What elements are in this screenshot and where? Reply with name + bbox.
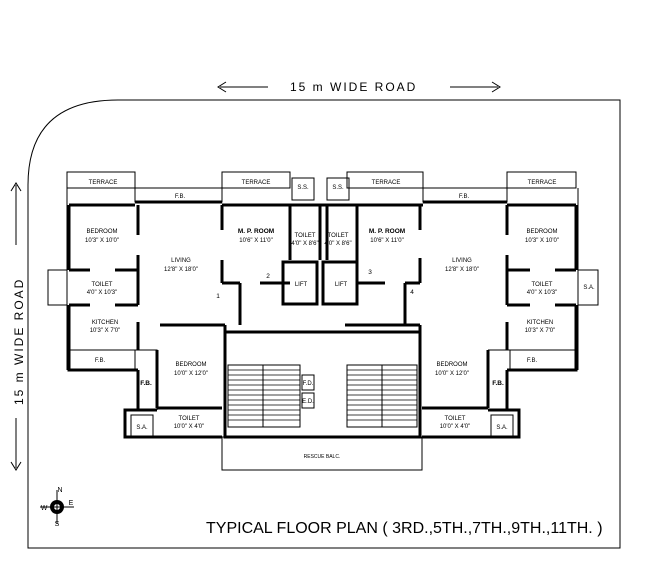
fb-label-lower-left: F.B. xyxy=(95,358,106,364)
bedroom-lower-label-right: BEDROOM xyxy=(436,362,467,368)
fb-lower-left xyxy=(68,349,136,371)
bedroom-lower-size-left: 10'0" X 12'0" xyxy=(174,371,208,377)
kitchen-label-left: KITCHEN xyxy=(92,320,118,326)
fb-bold-label-right: F.B. xyxy=(492,380,504,387)
lower-toilet-size-left: 10'0" X 4'0" xyxy=(174,424,205,430)
left-road-label: 15 m WIDE ROAD xyxy=(12,278,26,405)
living-size-right: 12'8" X 18'0" xyxy=(445,267,479,273)
flat-toilet-size-right: 4'0" X 10'3" xyxy=(527,290,558,296)
flat-toilet-label-right: TOILET xyxy=(532,282,553,288)
door-number-2: 2 xyxy=(266,273,270,280)
fb-label-top-left: F.B. xyxy=(175,194,186,200)
fire-duct-box xyxy=(301,374,315,391)
terrace-label-1: TERRACE xyxy=(89,180,118,186)
sa-label-bottom-right: S.A. xyxy=(496,425,508,431)
mp-room-size-right: 10'6" X 11'0" xyxy=(370,238,403,244)
core-toilet-size-right: 4'0" X 8'6" xyxy=(324,241,351,247)
shaft-boxes xyxy=(47,269,599,438)
core-toilet-size-left: 4'0" X 8'6" xyxy=(291,241,318,247)
living-label-left: LIVING xyxy=(171,258,191,264)
mp-room-label-left: M. P. ROOM xyxy=(238,228,274,235)
terrace-label-3: TERRACE xyxy=(372,180,401,186)
electric-duct-box xyxy=(301,392,315,409)
kitchen-label-right: KITCHEN xyxy=(527,320,553,326)
door-number-4: 4 xyxy=(410,289,414,296)
living-size-left: 12'8" X 18'0" xyxy=(164,267,198,273)
kitchen-size-right: 10'3" X 7'0" xyxy=(525,328,556,334)
staircase-left xyxy=(227,364,301,428)
fd-label: F.D. xyxy=(303,381,314,387)
lower-toilet-size-right: 10'0" X 4'0" xyxy=(440,424,471,430)
core-toilet-label-left: TOILET xyxy=(295,233,316,239)
flat-toilet-label-left: TOILET xyxy=(92,282,113,288)
fb-lower-right xyxy=(509,349,577,371)
top-road-arrow xyxy=(217,81,501,93)
lift-label-right: LIFT xyxy=(335,282,348,288)
left-road-arrow xyxy=(10,182,22,471)
ss-label-2: S.S. xyxy=(332,185,344,191)
mp-room-size-left: 10'6" X 11'0" xyxy=(239,238,272,244)
bedroom-lower-size-right: 10'0" X 12'0" xyxy=(435,371,469,377)
compass-w: W xyxy=(41,505,48,512)
ed-label: E.D. xyxy=(302,399,314,405)
interior-walls xyxy=(69,203,576,412)
fb-label-top-right: F.B. xyxy=(459,194,470,200)
north-compass-icon xyxy=(40,490,74,524)
compass-s: S xyxy=(55,521,60,528)
mp-room-label-right: M. P. ROOM xyxy=(369,228,405,235)
lift-label-left: LIFT xyxy=(295,282,308,288)
top-road-label: 15 m WIDE ROAD xyxy=(290,80,417,94)
living-label-right: LIVING xyxy=(452,258,472,264)
lower-toilet-label-right: TOILET xyxy=(445,416,466,422)
door-number-3: 3 xyxy=(368,269,372,276)
bedroom-size-right: 10'3" X 10'0" xyxy=(525,238,559,244)
terrace-label-2: TERRACE xyxy=(242,180,271,186)
bedroom-size-left: 10'3" X 10'0" xyxy=(85,238,119,244)
ss-label-1: S.S. xyxy=(297,185,309,191)
bedroom-lower-label-left: BEDROOM xyxy=(175,362,206,368)
lower-toilet-label-left: TOILET xyxy=(179,416,200,422)
plot-boundary xyxy=(27,99,621,549)
flat-toilet-size-left: 4'0" X 10'3" xyxy=(87,290,118,296)
sa-label-bottom-left: S.A. xyxy=(136,425,148,431)
compass-n: N xyxy=(57,487,62,494)
terrace-label-4: TERRACE xyxy=(528,180,557,186)
kitchen-size-left: 10'3" X 7'0" xyxy=(90,328,121,334)
bedroom-label-right: BEDROOM xyxy=(526,229,557,235)
core-toilet-label-right: TOILET xyxy=(328,233,349,239)
staircase-right xyxy=(346,364,418,428)
sa-label-right-side: S.A. xyxy=(583,285,595,291)
plan-title: TYPICAL FLOOR PLAN ( 3RD.,5TH.,7TH.,9TH.… xyxy=(206,520,603,537)
rescue-balcony-label: RESCUE BALC. xyxy=(304,454,341,460)
door-number-1: 1 xyxy=(216,293,220,300)
fb-bold-label-left: F.B. xyxy=(140,380,152,387)
bedroom-label-left: BEDROOM xyxy=(86,229,117,235)
fb-label-lower-right: F.B. xyxy=(527,358,538,364)
compass-e: E xyxy=(69,500,74,507)
